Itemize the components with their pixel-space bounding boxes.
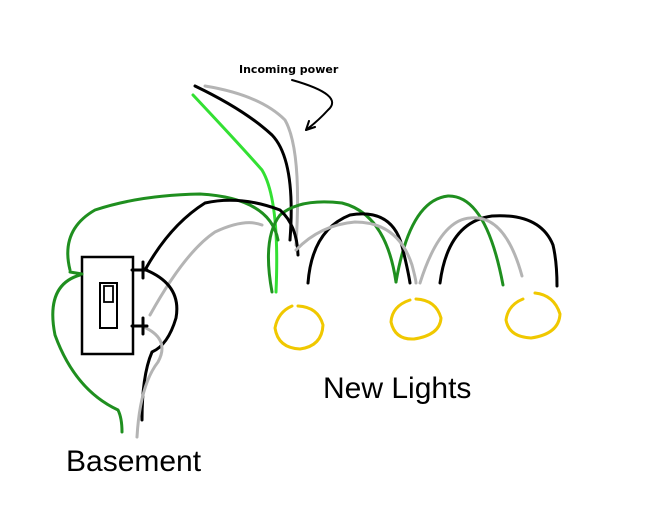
curved-arrow-icon — [291, 79, 334, 131]
switch-ground-tab — [68, 270, 84, 276]
light-bulb-3 — [504, 291, 562, 340]
incoming-neutral-wire — [203, 84, 300, 247]
light-bulb-2 — [389, 297, 443, 341]
ground-loop-a — [266, 200, 398, 294]
light-bulb-icon — [504, 291, 562, 340]
light-switch-icon — [68, 255, 149, 356]
light-bulb-1 — [273, 304, 325, 351]
neutral-loop-b — [418, 216, 524, 285]
neutral-loop-a — [294, 220, 418, 285]
incoming-hot-wire — [193, 84, 293, 242]
incoming-ground-wire — [191, 93, 279, 294]
switch-toggle — [103, 285, 114, 303]
neutral-basement — [135, 326, 164, 439]
ground-basement — [51, 273, 124, 434]
switch-box — [80, 255, 135, 356]
light-bulb-icon — [389, 297, 443, 341]
hot-loop-a — [306, 212, 412, 285]
arrowhead — [305, 120, 316, 131]
light-bulb-icon — [273, 304, 325, 351]
switch-plate — [99, 282, 118, 329]
hot-from-switch — [143, 198, 300, 272]
new-lights-label: New Lights — [323, 372, 471, 405]
switch-terminal-top — [130, 260, 149, 280]
hot-basement — [140, 268, 179, 422]
incoming-power-label: Incoming power — [239, 63, 339, 76]
switch-terminal-bottom — [130, 316, 149, 336]
basement-label: Basement — [66, 445, 202, 478]
ground-loop-switch — [66, 192, 280, 272]
hot-loop-b — [438, 214, 559, 288]
ground-loop-b — [394, 194, 505, 287]
